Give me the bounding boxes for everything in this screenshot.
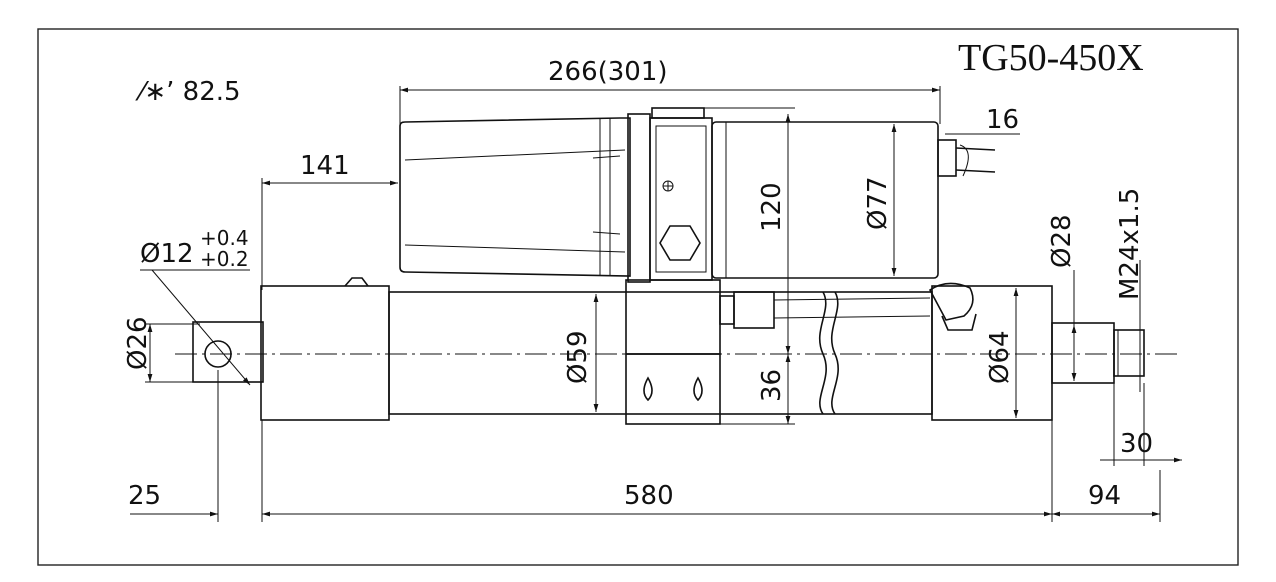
dim-motor-dia: Ø77: [863, 176, 893, 230]
motor-assembly: [399, 107, 996, 425]
dim-right-end: 94: [1088, 481, 1121, 511]
dim-thread: M24x1.5: [1115, 188, 1145, 300]
dimension-lines: [130, 86, 1182, 522]
dim-pin-hole-tol-lower: +0.2: [200, 247, 249, 271]
note-text: ⁄∗’ 82.5: [135, 77, 241, 107]
dim-cable: 16: [986, 105, 1019, 135]
dim-bracket: 36: [757, 369, 787, 402]
dim-rod-dia: Ø28: [1047, 214, 1077, 268]
dim-rear-dia: Ø64: [985, 330, 1015, 384]
dim-overall-top: 266(301): [548, 57, 668, 87]
dim-left-offset: 141: [300, 151, 350, 181]
dim-thread-len: 30: [1120, 429, 1153, 459]
drawing-frame: [37, 28, 1239, 566]
dim-body-len: 580: [624, 481, 674, 511]
dim-body-dia: Ø59: [563, 330, 593, 384]
actuator-body: [192, 277, 1145, 421]
dim-motor-height: 120: [757, 182, 787, 232]
dim-pivot-dia: Ø26: [123, 316, 153, 370]
dim-pin-hole-tol-upper: +0.4: [200, 226, 249, 250]
model-title: TG50-450X: [958, 37, 1144, 79]
dim-left-end: 25: [128, 481, 161, 511]
dim-pin-hole: Ø12: [140, 239, 194, 269]
